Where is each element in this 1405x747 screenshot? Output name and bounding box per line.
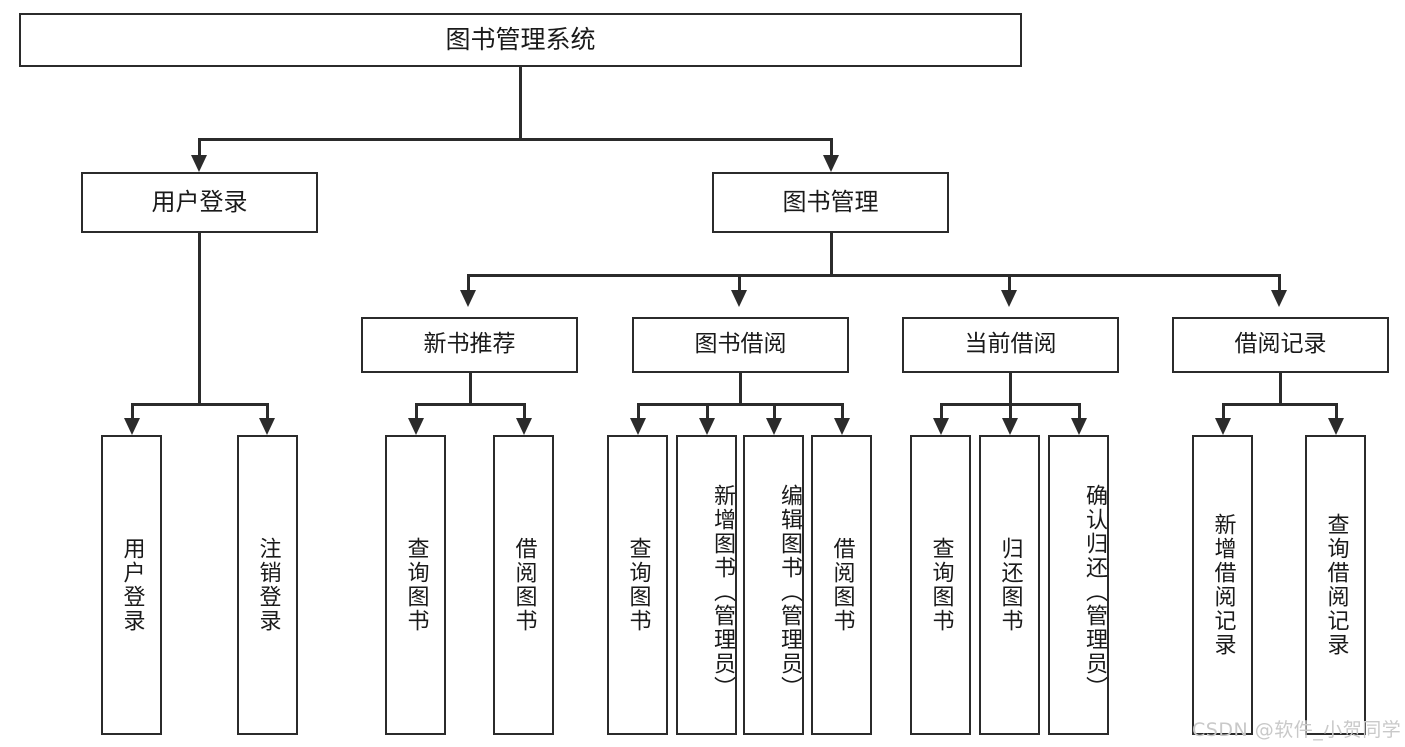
edge-bm-to-borrow-record [1278,274,1281,296]
leaf-user-login-logout[interactable]: 注销登录 [237,435,298,735]
arrowhead-bb-leaf-2 [699,418,715,435]
node-label: 查询图书 [403,537,429,633]
arrowhead-bb-leaf-1 [630,418,646,435]
leaf-borrow-record-add-record[interactable]: 新增借阅记录 [1192,435,1253,735]
edge-new-book-down [469,373,472,405]
leaf-new-book-query-book[interactable]: 查询图书 [385,435,446,735]
arrowhead-cb-leaf-1 [933,418,949,435]
node-label: 确认归还（管理员） [1082,484,1107,700]
edge-user-login-down [198,233,201,405]
edge-root-to-user-login [198,138,201,160]
node-label: 注销登录 [255,537,281,633]
node-label: 图书管理 [782,188,879,217]
edge-bm-to-new-book [467,274,470,296]
edge-nb-to-leaf-2 [523,403,526,425]
arrowhead-user-login-leaf-2 [259,418,275,435]
arrowhead-user-login-leaf-1 [124,418,140,435]
edge-current-borrow-down [1009,373,1012,405]
node-label: 当前借阅 [964,331,1057,358]
arrowhead-bb-leaf-3 [766,418,782,435]
edge-br-to-leaf-1 [1222,403,1225,425]
edge-book-borrow-bus [637,403,843,406]
arrowhead-nb-leaf-1 [408,418,424,435]
leaf-new-book-borrow-book[interactable]: 借阅图书 [493,435,554,735]
node-label: 用户登录 [151,188,248,217]
edge-root-bus [198,138,832,141]
edge-new-book-bus [415,403,525,406]
csdn-watermark: CSDN @软件_小贺同学 [1192,719,1402,741]
edge-cb-to-leaf-1 [940,403,943,425]
edge-bm-to-current-borrow [1008,274,1011,296]
arrowhead-cb-leaf-3 [1071,418,1087,435]
arrowhead-book-borrow [731,290,747,307]
node-label: 图书借阅 [694,331,787,358]
node-label: 图书管理系统 [445,25,596,55]
edge-user-login-bus [131,403,268,406]
edge-bm-to-book-borrow [738,274,741,296]
edge-bb-to-leaf-1 [637,403,640,425]
arrowhead-cb-leaf-2 [1002,418,1018,435]
arrowhead-br-leaf-1 [1215,418,1231,435]
leaf-current-borrow-return-book[interactable]: 归还图书 [979,435,1040,735]
edge-bb-to-leaf-3 [773,403,776,425]
edge-cb-to-leaf-3 [1078,403,1081,425]
node-label: 新增借阅记录 [1210,513,1236,657]
leaf-borrow-record-query-record[interactable]: 查询借阅记录 [1305,435,1366,735]
arrowhead-new-book-recommend [460,290,476,307]
node-root-library-management-system[interactable]: 图书管理系统 [19,13,1022,67]
node-new-book-recommend[interactable]: 新书推荐 [361,317,578,373]
leaf-user-login-login[interactable]: 用户登录 [101,435,162,735]
node-label: 用户登录 [119,537,145,633]
edge-bb-to-leaf-4 [841,403,844,425]
edge-borrow-record-down [1279,373,1282,405]
arrowhead-nb-leaf-2 [516,418,532,435]
edge-cb-to-leaf-2 [1009,403,1012,425]
node-user-login[interactable]: 用户登录 [81,172,318,233]
edge-root-down [519,67,522,140]
node-label: 查询图书 [625,537,651,633]
arrowhead-book-management [823,155,839,172]
arrowhead-borrow-record [1271,290,1287,307]
leaf-book-borrow-borrow-book[interactable]: 借阅图书 [811,435,872,735]
leaf-book-borrow-add-book-admin[interactable]: 新增图书（管理员） [676,435,737,735]
edge-borrow-record-bus [1222,403,1337,406]
arrowhead-user-login [191,155,207,172]
node-label: 编辑图书（管理员） [777,484,802,700]
node-book-borrow[interactable]: 图书借阅 [632,317,849,373]
node-label: 新书推荐 [423,331,516,358]
node-label: 借阅图书 [511,537,537,633]
node-current-borrow[interactable]: 当前借阅 [902,317,1119,373]
arrowhead-bb-leaf-4 [834,418,850,435]
leaf-current-borrow-confirm-return-admin[interactable]: 确认归还（管理员） [1048,435,1109,735]
edge-br-to-leaf-2 [1335,403,1338,425]
edge-book-borrow-down [739,373,742,405]
edge-book-management-bus [467,274,1281,277]
edge-nb-to-leaf-1 [415,403,418,425]
leaf-book-borrow-edit-book-admin[interactable]: 编辑图书（管理员） [743,435,804,735]
edge-bb-to-leaf-2 [706,403,709,425]
node-label: 新增图书（管理员） [710,484,735,700]
leaf-book-borrow-query-book[interactable]: 查询图书 [607,435,668,735]
node-label: 归还图书 [997,537,1023,633]
arrowhead-br-leaf-2 [1328,418,1344,435]
node-label: 借阅记录 [1234,331,1327,358]
leaf-current-borrow-query-book[interactable]: 查询图书 [910,435,971,735]
node-borrow-record[interactable]: 借阅记录 [1172,317,1389,373]
node-book-management[interactable]: 图书管理 [712,172,949,233]
edge-user-login-to-leaf-1 [131,403,134,425]
node-label: 查询图书 [928,537,954,633]
edge-book-management-down [830,233,833,276]
edge-root-to-book-management [830,138,833,160]
edge-user-login-to-leaf-2 [266,403,269,425]
node-label: 借阅图书 [829,537,855,633]
arrowhead-current-borrow [1001,290,1017,307]
node-label: 查询借阅记录 [1323,513,1349,657]
